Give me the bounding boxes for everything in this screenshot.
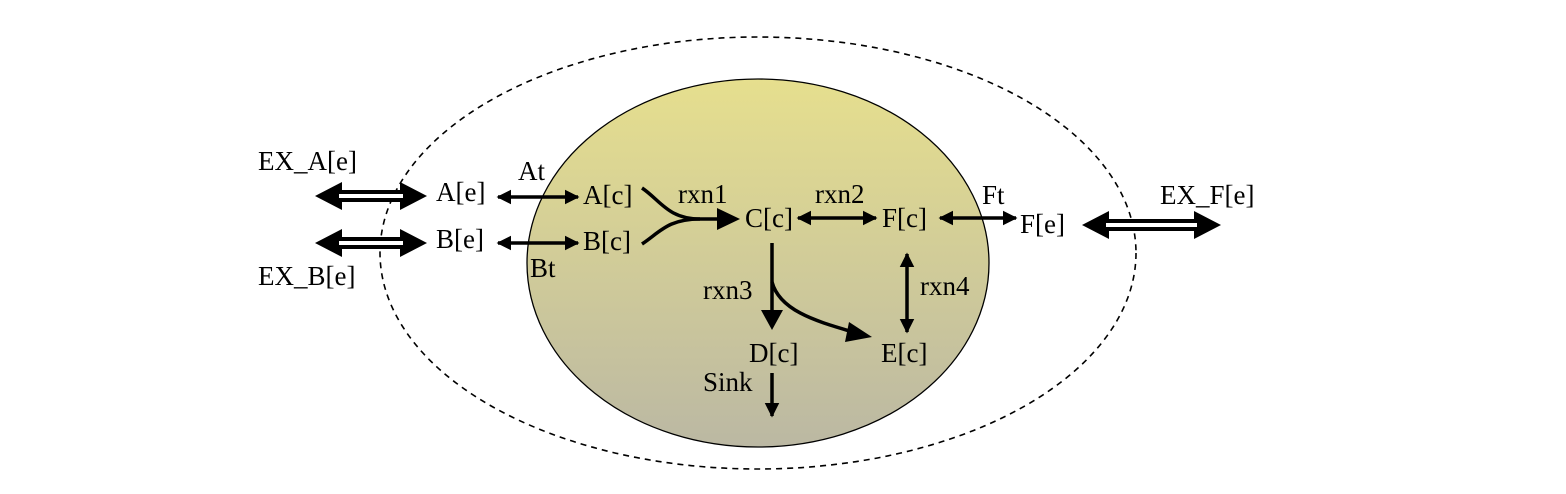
reaction-label-bt: Bt xyxy=(530,253,556,283)
reaction-label-rxn4: rxn4 xyxy=(920,271,970,301)
metabolite-b-e: B[e] xyxy=(436,224,484,254)
reaction-label-rxn2: rxn2 xyxy=(815,179,865,209)
metabolite-a-e: A[e] xyxy=(436,177,485,207)
reaction-label-rxn1: rxn1 xyxy=(678,179,728,209)
arrow-rxn1 xyxy=(641,186,740,246)
metabolite-e-c: E[c] xyxy=(881,338,927,368)
extracellular-boundary xyxy=(379,36,1137,470)
metabolite-f-e: F[e] xyxy=(1020,209,1065,239)
exchange-arrow-b xyxy=(315,229,427,257)
reaction-label-at: At xyxy=(518,156,545,186)
metabolite-c-c: C[c] xyxy=(745,203,793,233)
exchange-arrow-a xyxy=(315,182,427,210)
metabolite-a-c: A[c] xyxy=(583,180,632,210)
exchange-arrow-f xyxy=(1082,211,1221,239)
reaction-label-ex-b: EX_B[e] xyxy=(258,261,355,291)
metabolite-d-c: D[c] xyxy=(749,338,798,368)
reaction-label-ex-f: EX_F[e] xyxy=(1160,180,1254,210)
reaction-label-sink: Sink xyxy=(703,367,753,397)
reaction-label-ft: Ft xyxy=(982,180,1005,210)
metabolite-f-c: F[c] xyxy=(882,203,927,233)
reaction-label-ex-a: EX_A[e] xyxy=(258,146,357,176)
reaction-label-rxn3: rxn3 xyxy=(703,275,753,305)
arrow-rxn3 xyxy=(761,243,872,342)
cytosol-compartment xyxy=(526,78,990,448)
metabolite-b-c: B[c] xyxy=(583,226,631,256)
